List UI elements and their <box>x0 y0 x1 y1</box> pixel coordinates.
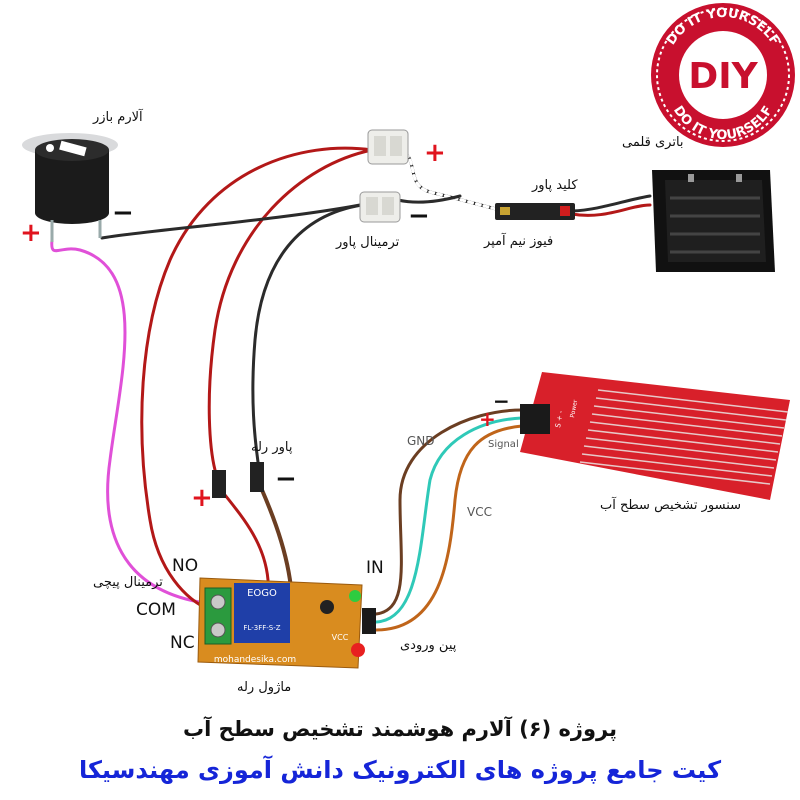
label-fuse: فیوز نیم آمپر <box>484 234 554 249</box>
wire-sensor-signal <box>374 416 524 624</box>
label-signal: Signal <box>488 439 519 450</box>
wire-red-board <box>223 493 270 582</box>
wire-black-relay <box>251 203 364 464</box>
label-relay-module: ماژول رله <box>237 680 292 695</box>
label-battery: باتری قلمی <box>622 135 684 150</box>
power-terminals <box>359 129 409 223</box>
power-switch <box>495 203 575 220</box>
diy-badge: DO IT YOURSELF DO IT YOURSELF DIY <box>651 3 795 147</box>
badge-diy: DIY <box>688 56 758 97</box>
sign-plus-relay: + <box>191 483 213 513</box>
page-title: پروژه (۶) آلارم هوشمند تشخیص سطح آب <box>182 717 618 741</box>
sign-minus-relay: − <box>275 464 297 494</box>
label-buzzer: آلارم بازر <box>93 110 143 125</box>
label-relay-power: پاور رله <box>251 440 293 455</box>
board-vcc-label: VCC <box>332 633 349 642</box>
label-com: COM <box>136 600 176 620</box>
battery-holder <box>652 170 775 272</box>
label-power-terminal: ترمینال پاور <box>336 235 400 250</box>
sign-plus-buzzer: + <box>20 218 42 248</box>
label-nc: NC <box>170 633 195 653</box>
wire-red-relay-power <box>207 148 374 472</box>
sign-minus-sensor: − <box>493 389 510 413</box>
board-site: mohandesika.com <box>214 655 296 665</box>
label-power-key: کلید پاور <box>532 178 578 193</box>
relay-brand: EOGO <box>247 588 277 599</box>
page-subtitle: کیت جامع پروژه های الکترونیک دانش آموزی … <box>78 756 722 784</box>
label-vcc: VCC <box>467 505 492 519</box>
label-sensor: سنسور تشخیص سطح آب <box>600 498 742 513</box>
relay-power-pins <box>212 462 264 498</box>
wires <box>50 146 652 632</box>
wire-pink <box>50 238 207 605</box>
sign-plus-sensor: + <box>479 407 496 431</box>
label-no: NO <box>172 556 199 576</box>
label-screw-terminal: ترمینال پیچی <box>93 575 163 590</box>
wire-red-com <box>140 146 374 613</box>
buzzer <box>22 133 118 242</box>
wire-twist-white <box>398 146 502 212</box>
sign-minus-buzzer: − <box>112 198 134 228</box>
wire-battery-black <box>570 194 652 213</box>
water-sensor-board: S + - Power <box>520 372 790 500</box>
sensor-pins-label: S + - <box>554 409 565 428</box>
wire-battery-red <box>570 203 652 217</box>
sign-minus-terminal: − <box>408 201 430 231</box>
relay-module-board: EOGO FL-3FF-S-Z mohandesika.com VCC <box>197 577 376 669</box>
sign-plus-terminal: + <box>424 138 446 168</box>
wire-sensor-vcc <box>374 424 524 632</box>
sensor-power-label: Power <box>569 399 579 419</box>
wire-sensor-gnd <box>374 408 524 616</box>
label-in: IN <box>366 558 384 578</box>
label-gnd: GND <box>407 434 435 448</box>
relay-model: FL-3FF-S-Z <box>243 624 280 632</box>
label-input-pins: پین ورودی <box>400 638 457 653</box>
wire-black-buzzer <box>100 203 362 240</box>
